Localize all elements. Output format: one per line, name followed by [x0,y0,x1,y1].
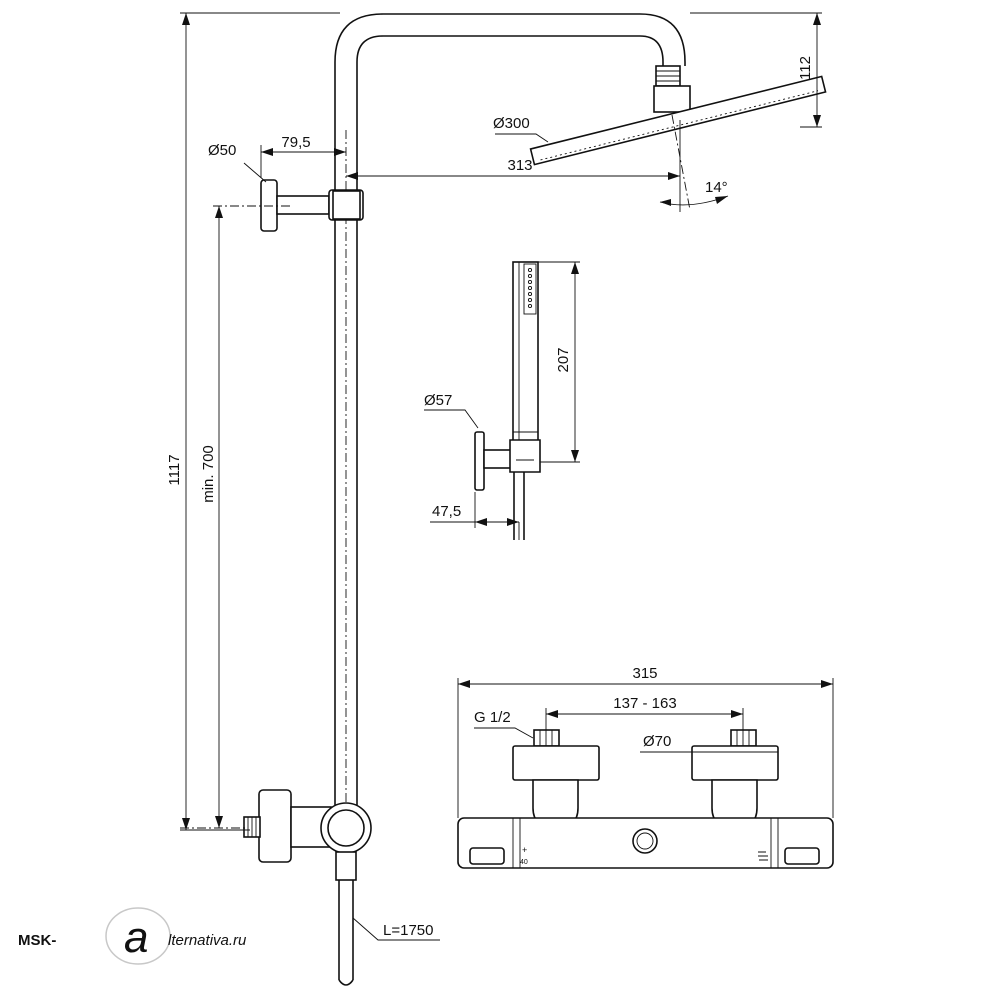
dimension-labels: 1117 min. 700 Ø50 79,5 313 Ø300 112 14° … [166,56,814,939]
arm-reach-label: 313 [507,157,532,174]
holder-diameter-label: Ø57 [424,392,452,409]
mixer-width-label: 315 [632,665,657,682]
inlet-thread-label: G 1/2 [474,709,511,726]
thermostat-plus-mark: + [522,845,527,855]
shower-head [529,65,827,211]
hose-length-label: L=1750 [383,922,433,939]
hand-shower-detail [474,261,541,540]
thermostat-temperature-mark: 40 [520,859,528,866]
holder-projection-label: 47,5 [432,503,461,520]
handshower-length-label: 207 [555,347,572,372]
inlet-cover-diameter-label: Ø70 [643,733,671,750]
min-height-label: min. 700 [200,445,217,503]
mixer-side-view [180,789,372,986]
wall-bracket-projection-label: 79,5 [281,134,310,151]
inlet-spacing-label: 137 - 163 [613,695,676,712]
thermostat-front-view: + 40 [457,729,834,869]
watermark-logo-letter: a [124,913,148,962]
watermark: MSK- a lternativa.ru [18,907,247,965]
watermark-right: lternativa.ru [168,932,247,949]
wall-bracket [213,179,364,232]
total-height-label: 1117 [166,454,183,485]
head-diameter-label: Ø300 [493,115,530,132]
dimension-lines [180,12,834,941]
head-drop-label: 112 [797,56,814,80]
water-flow-icon [758,851,768,861]
watermark-left: MSK- [18,932,56,949]
watermark-logo: a [105,907,171,965]
head-angle-label: 14° [705,179,728,196]
shower-riser [334,13,686,830]
wall-flange-diameter-label: Ø50 [208,142,236,159]
